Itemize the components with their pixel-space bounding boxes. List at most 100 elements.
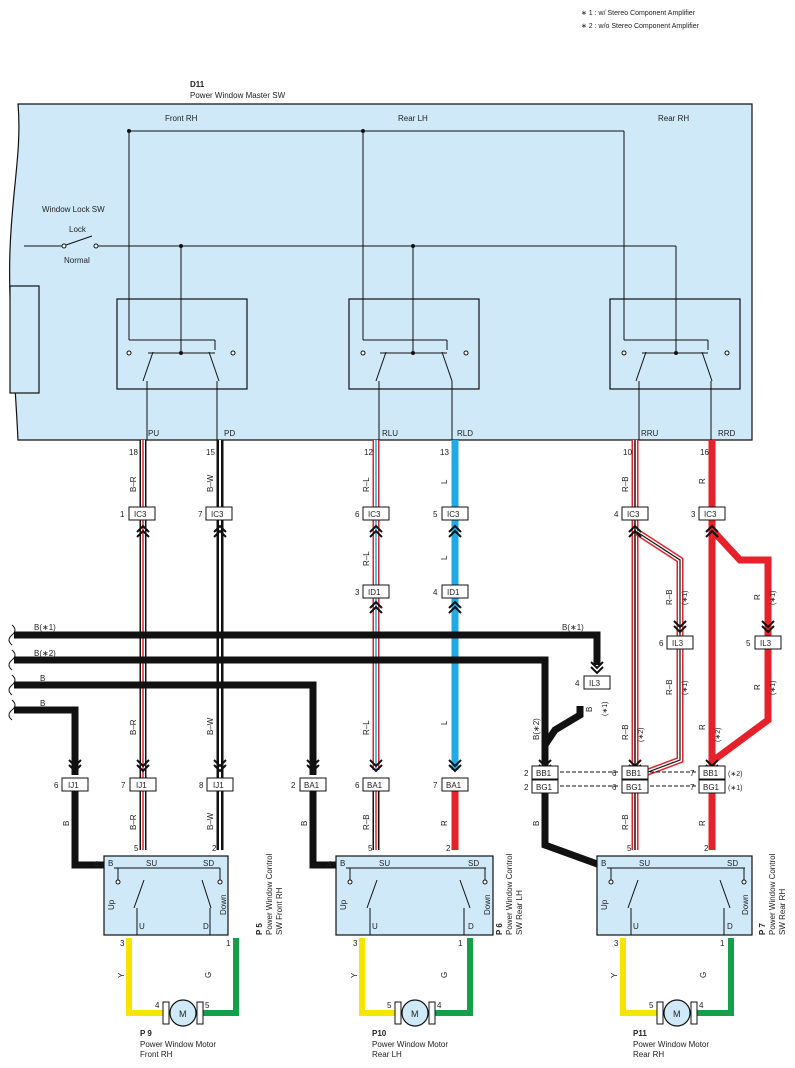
label-connectors-p2: 2 (212, 844, 217, 853)
conn-bb1: BB1 (536, 769, 552, 778)
label-motors-2-name: Power Window Motor (633, 1040, 709, 1049)
label-wires-l: L (440, 555, 449, 560)
label-normal: Normal (64, 256, 90, 265)
connector-pin-numbers: 1 7 6 5 4 3 3 4 6 5 4 6 7 8 2 6 7 2 2 6 … (54, 510, 751, 792)
label-wires-r: R (753, 684, 762, 690)
label-switches-0-code: P 5 (255, 923, 264, 935)
conn-bg1: BG1 (626, 783, 643, 792)
label-wires-s1: (∗1) (770, 681, 777, 695)
pin-num-pu: 18 (129, 448, 138, 457)
label-sw_labels-d: D (203, 922, 209, 931)
label-sw_labels-down: Down (483, 895, 492, 915)
label-wires-r: R (698, 724, 707, 730)
label-connectors-p4: 4 (614, 510, 619, 519)
label-sw_labels-sd: SD (468, 859, 479, 868)
note-2: ∗ 2 : w/o Stereo Component Amplifier (581, 23, 700, 30)
label-connectors-p7: 7 (433, 781, 438, 790)
label-wires-rl: R–L (362, 477, 371, 492)
label-wires-rb: R–B (621, 724, 630, 740)
label-wires-rl: R–L (362, 720, 371, 735)
label-connectors-p4: 4 (327, 860, 332, 869)
conn-il3: IL3 (760, 639, 772, 648)
conn-ij1: IJ1 (68, 781, 79, 790)
conn-ic3: IC3 (368, 510, 381, 519)
label-connectors-p8: 8 (199, 781, 204, 790)
motor-rear-rh (656, 999, 698, 1027)
label-sw_labels-u: U (372, 922, 378, 931)
label-sw_labels-sd: SD (203, 859, 214, 868)
connector-labels: IC3 IC3 IC3 IC3 IC3 IC3 ID1 ID1 IL3 IL3 … (68, 510, 772, 792)
label-wires-l: L (440, 720, 449, 725)
pin-num-rlu: 12 (364, 448, 373, 457)
label-wires-b: B (40, 674, 45, 683)
label-connectors-p2: 2 (524, 783, 529, 792)
control-switch-rear-lh (335, 855, 494, 936)
label-wires-b: B (300, 821, 309, 826)
label-wires-bw: B–W (206, 474, 215, 492)
pin-num-rru: 10 (623, 448, 632, 457)
label-wires-br: B–R (129, 814, 138, 830)
label-connectors-p1: 1 (120, 510, 125, 519)
label-connectors-p4: 4 (699, 1001, 704, 1010)
label-wires-b2: B(∗2) (532, 718, 541, 740)
label-connectors-p6: 6 (54, 781, 59, 790)
label-wires-bw: B–W (206, 717, 215, 735)
label-wires-r: R (440, 820, 449, 826)
conn-bg1: BG1 (536, 783, 553, 792)
label-wires-rb: R–B (362, 814, 371, 830)
conn-il3: IL3 (589, 679, 601, 688)
label-connectors-p6: 6 (659, 639, 664, 648)
label-wires-b1: B(∗1) (34, 623, 56, 632)
label-wires-g: G (204, 972, 213, 978)
label-sw_labels-su: SU (379, 859, 390, 868)
label-wires-b: B (40, 699, 45, 708)
junction-dots (127, 129, 415, 248)
lock-contact (61, 243, 67, 249)
label-wires-y: Y (610, 972, 619, 978)
conn-bb1: BB1 (626, 769, 642, 778)
label-switches-2-code: P 7 (758, 923, 767, 935)
master-switch-rear-lh (348, 298, 480, 440)
label-switches-1-name: Power Window Control (505, 853, 514, 935)
label-sw_labels-su: SU (146, 859, 157, 868)
label-connectors-p3: 3 (353, 939, 358, 948)
label-connectors-p7: 7 (690, 783, 695, 792)
master-switch-front (116, 298, 248, 440)
label-sw_labels-down: Down (741, 895, 750, 915)
harness-breaks (8, 624, 16, 721)
motor-symbols: M M M (179, 1009, 681, 1019)
conn-note: (∗2) (728, 771, 742, 778)
label-connectors-p5: 5 (134, 844, 139, 853)
pin-labels: PU PD RLU RLD RRU RRD 18 15 12 13 10 16 (129, 429, 736, 457)
panel-edge (9, 285, 40, 394)
label-wires-rl: R–L (362, 551, 371, 566)
label-wires-rb: R–B (621, 476, 630, 492)
label-wires-b: B (532, 821, 541, 826)
conn-note: (∗1) (728, 785, 742, 792)
conn-bg1: BG1 (703, 783, 720, 792)
label-sw_labels-u: U (633, 922, 639, 931)
label-wires-rb: R–B (621, 814, 630, 830)
label-connectors-p2: 2 (446, 844, 451, 853)
label-connectors-p5: 5 (746, 639, 751, 648)
label-connectors-p4: 4 (575, 679, 580, 688)
label-connectors-p5: 5 (368, 844, 373, 853)
conn-ic3: IC3 (704, 510, 717, 519)
label-wires-s1: (∗1) (602, 702, 609, 716)
label-wires-l: L (440, 479, 449, 484)
label-motor_symbol: M (179, 1009, 187, 1019)
label-connectors-p2: 2 (524, 769, 529, 778)
label-switches-0-sub: SW Front RH (275, 887, 284, 935)
label-connectors-p5: 5 (387, 1001, 392, 1010)
label-rear-rh: Rear RH (658, 114, 689, 123)
label-switches-1-sub: SW Rear LH (515, 890, 524, 935)
pin-pd: PD (224, 429, 235, 438)
label-sw_labels-b: B (108, 859, 113, 868)
pin-rlu: RLU (382, 429, 398, 438)
label-sw_labels-sd: SD (727, 859, 738, 868)
label-wires-s1: (∗1) (682, 591, 689, 605)
label-connectors-p4: 4 (155, 1001, 160, 1010)
label-wires-r: R (698, 478, 707, 484)
label-connectors-p7: 7 (198, 510, 203, 519)
